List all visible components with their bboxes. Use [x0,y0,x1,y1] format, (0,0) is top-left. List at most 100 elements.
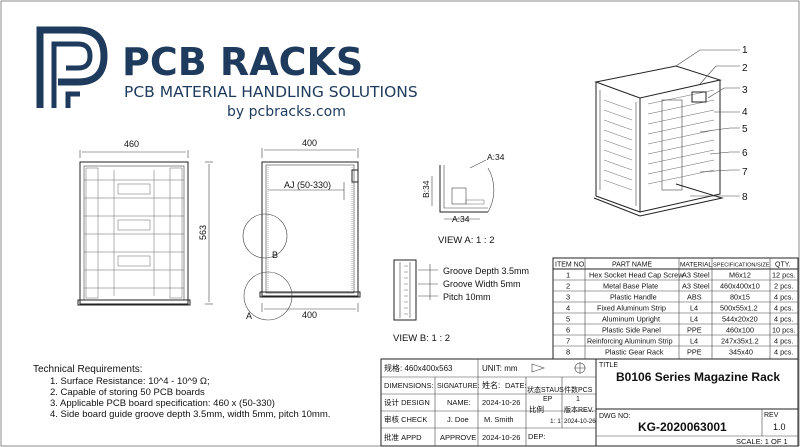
bom-cell: PPE [687,348,702,357]
bom-cell: Plastic Gear Rack [605,348,664,357]
side-top-dim: 400 [302,138,317,148]
tb-unit: UNIT: mm [482,364,518,373]
bom-cell: M6x12 [729,271,751,280]
balloon-6: 6 [742,148,748,159]
bom-header-material: MATERIAL [680,262,712,269]
view-a-b34: B:34 [421,180,431,198]
bom-header-row: ITEM NO. PART NAME MATERIAL SPECIFICATIO… [555,262,790,269]
bom-cell: 4 pcs. [774,348,793,357]
tb-design-date: 2024-10-26 [482,398,520,407]
tb-ep: EP [543,396,553,403]
bom-cell: 8 [566,348,570,357]
bom-cell: ABS [687,293,702,302]
bom-cell: Reinforcing Aluminum Strip [587,338,673,346]
bom-header-qty: QTY. [775,262,790,269]
bom-cell: 345x40 [729,348,753,357]
bom-cell: 2 pcs. [774,282,793,291]
view-b-note-3: Pitch 10mm [443,292,491,302]
table-row: 2 Metal Base Plate A3 Steel 460x400x10 2… [566,282,793,291]
bom-cell: 247x35x1.2 [721,337,759,346]
bom-cell: A3 Steel [682,271,710,280]
balloon-1: 1 [742,45,748,56]
bom-rows: 1 Hex Socket Head Cap Screw A3 Steel M6x… [566,271,796,357]
table-row: 8 Plastic Gear Rack PPE 345x40 4 pcs. [566,348,793,357]
view-b-note-2: Groove Width 5mm [443,279,521,289]
tb-signature: SIGNATURE: [437,383,479,390]
bom-cell: 544x20x20 [722,315,758,324]
tb-version-date: 2024-10-26 [564,418,596,425]
table-row: 5 Aluminum Upright L4 544x20x20 4 pcs. [566,315,793,324]
balloon-5: 5 [742,124,748,135]
bom-cell: 4 pcs. [774,304,793,313]
bom-cell: 3 [566,293,570,302]
balloon-8: 8 [742,192,748,203]
bom-cell: A3 Steel [682,282,710,291]
bom-cell: 4 pcs. [774,337,793,346]
tb-rev-label: REV [764,412,779,419]
balloon-7: 7 [742,167,748,178]
tech-item-2: 2. Capable of storing 50 PCB boards [50,387,205,398]
tb-rev: 1.0 [773,422,786,432]
bom-cell: Aluminum Upright [602,315,660,324]
view-b-detail [393,259,438,321]
balloon-4: 4 [742,107,748,118]
tb-scale: SCALE: 1 OF 1 [736,437,788,446]
front-width-dim: 460 [124,139,139,149]
bom-cell: L4 [690,304,698,313]
tb-dep: DEP: [528,432,546,441]
isometric-view [593,65,724,217]
tb-approve: APPROVE [440,433,476,442]
detail-label-b: B [272,250,278,260]
brand-url: by pcbracks.com [227,104,346,120]
front-view [77,150,213,306]
tb-spec: 规格: 460x400x563 [384,363,453,373]
table-row: 3 Plastic Handle ABS 80x15 4 pcs. [566,293,793,302]
tb-version: 版本REV. [564,405,594,414]
tb-title: B0106 Series Magazine Rack [616,370,780,384]
bom-table [552,257,799,360]
bom-cell: L4 [690,315,698,324]
detail-label-a: A [246,311,252,321]
bom-cell: Hex Socket Head Cap Screw [589,271,684,280]
side-bottom-dim: 400 [302,310,317,320]
brand-name: PCB RACKS [122,40,363,84]
bom-cell: L4 [690,337,698,346]
bom-cell: 5 [566,315,570,324]
bom-cell: 80x15 [730,293,750,302]
tech-item-1: 1. Surface Resistance: 10^4 - 10^9 Ω; [50,376,210,387]
tech-title: Technical Requirements: [33,364,143,375]
tb-ratio-val: 1: 1 [550,418,561,425]
bom-cell: Plastic Handle [610,293,657,302]
view-a-detail [431,159,495,220]
view-a-a34-bottom: A:34 [452,214,470,224]
brand-tagline: PCB MATERIAL HANDLING SOLUTIONS [124,83,418,101]
bom-cell: 7 [566,337,570,346]
tb-check-sig: M. Smith [484,415,514,424]
tb-dwg-label: DWG NO: [599,413,631,420]
tech-item-3: 3. Applicable PCB board specification: 4… [50,398,275,409]
table-row: 7 Reinforcing Aluminum Strip L4 247x35x1… [566,337,793,346]
bom-header-spec: SPECIFICATION/SIZE [713,263,770,269]
bom-cell: 460x400x10 [720,282,760,291]
tech-item-4: 4. Side board guide groove depth 3.5mm, … [50,409,330,420]
bom-cell: 4 pcs. [774,293,793,302]
table-row: 1 Hex Socket Head Cap Screw A3 Steel M6x… [566,271,796,280]
table-row: 4 Fixed Aluminum Strip L4 500x55x1.2 4 p… [566,304,793,313]
tb-pieces-val: 1 [576,396,580,403]
tb-ratio: 比例 [529,404,544,414]
tb-pieces: 件数PCS [564,385,593,394]
tb-approve-cn: 批准 APPD [384,432,422,442]
title-block [380,358,799,447]
tb-status: 状态STAUS [527,385,564,394]
bom-cell: PPE [687,326,702,335]
bom-cell: 500x55x1.2 [720,304,758,313]
table-row: 6 Plastic Side Panel PPE 460x100 10 pcs. [566,326,796,335]
view-b-note-1: Groove Depth 3.5mm [443,266,529,276]
side-view [242,148,361,321]
bom-header-part: PART NAME [612,262,652,269]
bom-cell: 460x100 [726,326,754,335]
balloon-2: 2 [742,63,748,74]
bom-cell: 6 [566,326,570,335]
pcb-racks-logo [36,26,108,108]
